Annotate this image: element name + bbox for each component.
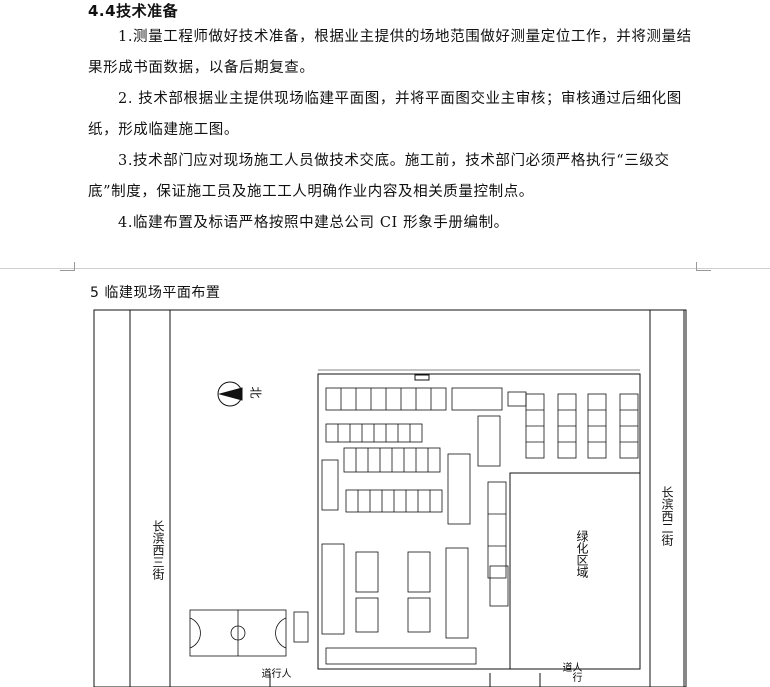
north-label: 北 [248, 386, 263, 399]
street-label-right: 长滨西二街 [660, 486, 674, 546]
section-title: 5 临建现场平面布置 [90, 285, 221, 301]
sidewalk-label-left: 人行道 [259, 668, 290, 678]
paragraph-4: 4.临建布置及标语严格按照中建总公司 CI 形象手册编制。 [88, 208, 696, 239]
plan-outer-frame [93, 309, 687, 687]
paragraph-3-text: 3.技术部门应对现场施工人员做技术交底。施工前，技术部门必须严格执行“三级交底”… [88, 153, 670, 200]
dorm-row-top-left [325, 387, 527, 411]
dorm-row-third [321, 447, 471, 525]
paragraph-4-text: 4.临建布置及标语严格按照中建总公司 CI 形象手册编制。 [118, 215, 509, 231]
site-plan-drawing [93, 309, 687, 687]
green-area-box [509, 472, 641, 670]
dorm-row-second [325, 415, 501, 467]
paragraph-3: 3.技术部门应对现场施工人员做技术交底。施工前，技术部门必须严格执行“三级交底”… [88, 146, 696, 208]
basketball-court [189, 609, 287, 657]
top-dimension-tag [414, 374, 430, 381]
green-area-label: 绿化区域 [575, 530, 589, 578]
street-label-left: 长滨西三街 [151, 520, 165, 580]
paragraph-2: 2. 技术部根据业主提供现场临建平面图，并将平面图交业主审核；审核通过后细化图纸… [88, 84, 696, 146]
page-break-line [0, 268, 770, 269]
dorm-blocks-top-right [525, 393, 639, 459]
sidewalk-label-right: 人行道 [560, 662, 581, 682]
dorm-row-fourth [345, 481, 507, 579]
lower-buildings [293, 543, 509, 665]
paragraph-1-text: 1.测量工程师做好技术准备，根据业主提供的场地范围做好测量定位工作，并将测量结果… [88, 29, 692, 76]
north-arrow-icon [217, 381, 243, 407]
page-corner-mark-left [60, 262, 75, 271]
paragraph-2-text: 2. 技术部根据业主提供现场临建平面图，并将平面图交业主审核；审核通过后细化图纸… [88, 91, 682, 138]
heading-4-4: 4.4技术准备 [88, 2, 179, 20]
site-boundary [317, 373, 641, 670]
page-corner-mark-right [696, 262, 711, 271]
paragraph-1: 1.测量工程师做好技术准备，根据业主提供的场地范围做好测量定位工作，并将测量结果… [88, 22, 696, 84]
